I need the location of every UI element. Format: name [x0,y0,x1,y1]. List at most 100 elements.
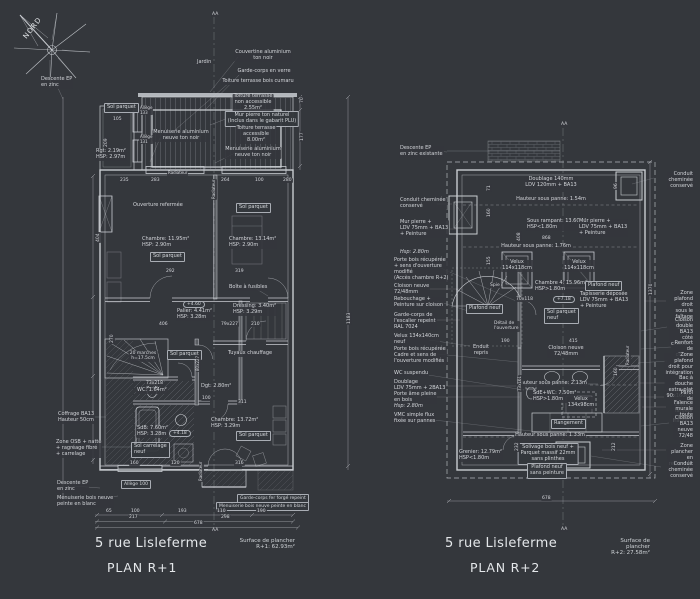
level-marker: +4.60 [183,301,205,309]
annotation: AA [560,527,569,533]
room-label: Chambre 4: 15.96m² HSP>1.80m [534,280,589,293]
annotation: 232 [515,441,521,452]
annotation: Coffrage BA13 Hauteur 50cm [57,411,96,424]
annotation: 264 [220,178,231,184]
annotation: 110 [216,509,227,515]
annotation: Plafond neuf sans peinture [527,463,567,479]
annotation: Radiateur [625,344,631,366]
annotation: Plafond neuf [585,281,623,291]
annotation: 70x118 [515,297,534,303]
annotation: 160 [614,366,620,377]
annotation: Rebouchage + Peinture sur cloison [393,296,445,309]
annotation: Allège 131 [139,134,154,145]
annotation: Boîte à fusibles [228,284,269,291]
annotation: Cloison BA13 neuve 72/48 [673,415,694,440]
annotation: 190 [500,339,511,345]
annotation: 311 [237,400,248,406]
annotation: WC suspendu [393,370,430,377]
annotation: 1370 [649,282,655,296]
annotation: Tapisserie déposée LDV 75mm + BA13 + Pei… [579,291,630,310]
annotation: 100 [254,178,265,184]
room-label: Chambre: 13.72m² HSP: 3.29m [210,417,260,430]
annotation: Allège 133 [139,105,154,116]
annotation: Velux 134x98cm [566,396,596,409]
annotation: Hsp: 2.80m [399,249,430,256]
annotation: Descente EP en zinc [56,480,90,493]
annotation: 1183 [347,311,353,325]
annotation: Détail de l'ouverture [493,321,520,332]
annotation: 177 [300,131,306,142]
annotation: 65 [105,509,113,515]
annotation: Velux 114x118cm [563,259,595,272]
annotation: Conduit cheminée conservé [667,171,694,190]
annotation: Conduit cheminée conservé [667,461,694,480]
annotation: Couvertine aluminium ton noir [234,49,292,62]
room-label: Grenier: 12.79m² HSP<1.80m [458,449,503,462]
annotation: 280 [282,178,293,184]
annotation: AA [211,528,220,534]
annotation: 678 [541,496,552,502]
annotation: Hauteur sous panne: 1.33m [514,432,586,439]
annotation: 868 [541,236,552,242]
annotation: 80x227 [195,354,201,372]
annotation: Menuiserie bois neuve peinte en blanc [56,495,115,508]
annotation: Garde-corps de l'escalier repeint RAL 70… [393,312,437,331]
annotation: 155 [487,255,493,266]
annotation: 210 [250,322,261,328]
annotation: Rangement [551,419,586,429]
annotation: Porte âme pleine en bois [393,391,438,404]
annotation: 209 [104,137,110,148]
annotation: Sol parquet [104,103,139,113]
annotation: 235 [119,178,130,184]
annotation: Zone OSB + natte + ragréage fibré + carr… [55,439,103,458]
annotation: 217 [128,515,139,521]
room-label: Dressing: 3.40m² HSP: 3.29m [232,303,278,316]
annotation: 160 [487,207,493,218]
annotation: Menuiserie aluminium neuve ton noir [152,129,210,142]
annotation: 298 [220,515,231,521]
annotation: Velux 134x140cm neuf [393,333,440,346]
annotation: 73x161 [517,374,523,392]
annotation: 100 [201,396,212,402]
level-marker: +7.18 [553,296,575,304]
annotation: Toiture terrasse accessible 8.00m² [235,125,277,144]
annotation: 20 marches h=17.5cm [128,351,158,362]
annotation: Rgt: 2.19m² HSP: 2.97m [95,148,127,161]
annotation: Menuiserie aluminium neuve ton noir [224,146,282,159]
annotation: Porte bois récupérée Cadre et sens de l'… [393,346,447,365]
annotation: Mur pierre ton naturel (Inclus dans le g… [224,111,300,127]
plan-r1-address-title: 5 rue Lisleferme [95,536,208,551]
annotation: Solivage bois neuf + Parquet massif 22mm… [517,443,579,465]
annotation: Hauteur sous panne: 2.13m [516,380,588,387]
annotation: 406 [158,322,169,328]
annotation: 415 [568,339,579,345]
annotation: Ouverture refermée [132,202,184,209]
annotation: 212 [612,441,618,452]
annotation: Mur pierre + LDV 75mm + BA13 + Peinture [399,219,450,238]
annotation: 96 [614,182,620,190]
annotation: 71 [487,184,493,192]
level-marker: +4.18 [169,430,191,438]
annotation: Plafond neuf [466,304,504,314]
annotation: 316 [234,461,245,467]
annotation: Hsp: 2.80m [393,403,424,410]
annotation: VMC simple flux fixée sur pannes [393,412,437,425]
annotation: 270 [110,333,116,344]
annotation: Velux 114x118cm [501,259,533,272]
annotation: Toiture terrasse non accessible 2.55m² [232,93,274,112]
annotation: Sol parquet [167,350,202,360]
annotation: AA [560,122,569,128]
annotation: Garde-corps en verre [236,68,292,75]
annotation: Radiateur [198,460,204,482]
annotation: Allège 100 [121,480,151,490]
annotation: Conduit cheminée conservé [399,197,447,210]
annotation: 283 [150,178,161,184]
annotation: Tuyaux chauffage [227,350,274,357]
annotation: 292 [165,269,176,275]
room-label: Chambre: 13.14m² HSP: 2.90m [228,236,278,249]
annotation: Porte bois récupérée + sens d'ouverture … [393,257,450,282]
annotation: 105 [112,117,123,123]
plan-r2-surface-note: Surface de plancher R+2: 27.58m² [611,538,650,556]
plan-r1-title: PLAN R+1 [107,560,178,575]
annotation: Hauteur sous panne: 1.76m [500,243,572,250]
